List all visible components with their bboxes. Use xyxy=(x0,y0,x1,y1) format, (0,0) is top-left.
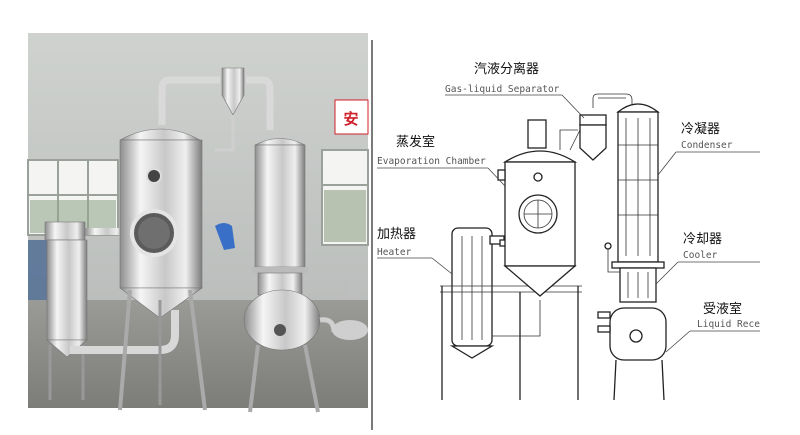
evaporation-chamber-drawing xyxy=(497,119,578,297)
evaporation-label-en: Evaporation Chamber xyxy=(377,156,486,167)
evaporation-label-cn: 蒸发室 xyxy=(396,134,435,150)
condenser-label-cn: 冷凝器 xyxy=(681,121,720,137)
label-evaporation: 蒸发室 Evaporation Chamber xyxy=(377,134,506,187)
condenser-drawing xyxy=(611,103,665,269)
condenser-label-en: Condenser xyxy=(681,140,733,151)
label-separator: 汽液分离器 Gas-liquid Separator xyxy=(445,61,585,119)
label-cooler: 冷却器 Cooler xyxy=(655,232,760,285)
label-condenser: 冷凝器 Condenser xyxy=(657,121,760,176)
receiver-drawing xyxy=(597,307,667,401)
window-right xyxy=(321,149,369,246)
frame-drawing xyxy=(440,285,582,400)
separator-drawing xyxy=(569,93,633,161)
receiver-label-en: Liquid Rece xyxy=(697,319,760,330)
separator-label-en: Gas-liquid Separator xyxy=(445,84,560,95)
cooler-drawing xyxy=(604,242,657,303)
safety-sign: 安 xyxy=(334,99,369,135)
cooler-label-en: Cooler xyxy=(683,250,718,261)
cooler-label-cn: 冷却器 xyxy=(683,232,722,247)
photo-equipment xyxy=(44,67,337,413)
heater-label-cn: 加热器 xyxy=(377,227,416,242)
receiver-label-cn: 受液室 xyxy=(703,301,742,317)
label-heater: 加热器 Heater xyxy=(377,227,453,275)
separator-label-cn: 汽液分离器 xyxy=(474,61,539,77)
heater-label-en: Heater xyxy=(377,247,412,258)
label-receiver: 受液室 Liquid Rece xyxy=(665,301,760,353)
safety-sign-text: 安 xyxy=(343,110,358,128)
